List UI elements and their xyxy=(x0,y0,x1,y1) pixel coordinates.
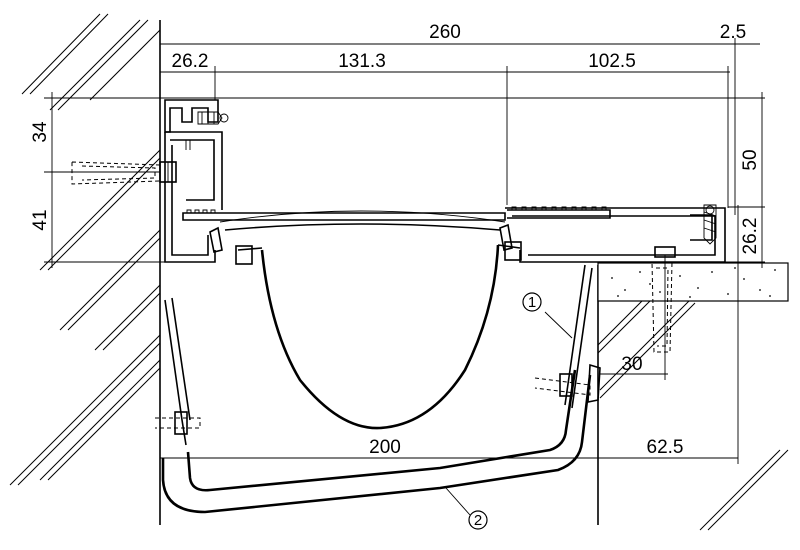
dim-left-upper: 34 xyxy=(30,121,51,143)
concrete-slab xyxy=(597,262,789,302)
dim-seg-middle: 131.3 xyxy=(338,51,386,72)
left-bolt xyxy=(155,411,201,435)
channel-body xyxy=(155,223,601,514)
right-slab-hatching xyxy=(597,297,789,531)
dim-top-total: 260 xyxy=(429,22,461,43)
left-wall-hatching xyxy=(9,13,161,486)
dim-seg-left: 26.2 xyxy=(172,51,209,72)
dim-right-upper: 50 xyxy=(740,149,761,170)
dim-left-lower: 41 xyxy=(30,209,51,230)
dimension-lines xyxy=(44,38,765,464)
callout-2: 2 xyxy=(468,510,488,530)
dim-bottom-width: 200 xyxy=(369,437,401,458)
dim-right-lower: 26.2 xyxy=(740,218,761,255)
dimension-labels: 260 2.5 26.2 131.3 102.5 34 41 50 26.2 3… xyxy=(30,22,761,458)
left-wall-anchor xyxy=(71,161,177,185)
right-frame-profile xyxy=(505,204,726,353)
callout-2-label: 2 xyxy=(474,512,482,529)
dim-anchor-offset: 30 xyxy=(621,354,642,375)
dim-top-right-small: 2.5 xyxy=(720,22,746,43)
callout-1: 1 xyxy=(522,292,542,312)
dim-bottom-right: 62.5 xyxy=(647,437,684,458)
callout-leaders xyxy=(445,311,573,516)
left-frame-profile xyxy=(164,99,229,263)
dim-seg-right: 102.5 xyxy=(588,51,636,72)
right-bolt xyxy=(534,363,601,403)
callout-1-label: 1 xyxy=(528,294,536,311)
grating-cover xyxy=(182,206,611,231)
